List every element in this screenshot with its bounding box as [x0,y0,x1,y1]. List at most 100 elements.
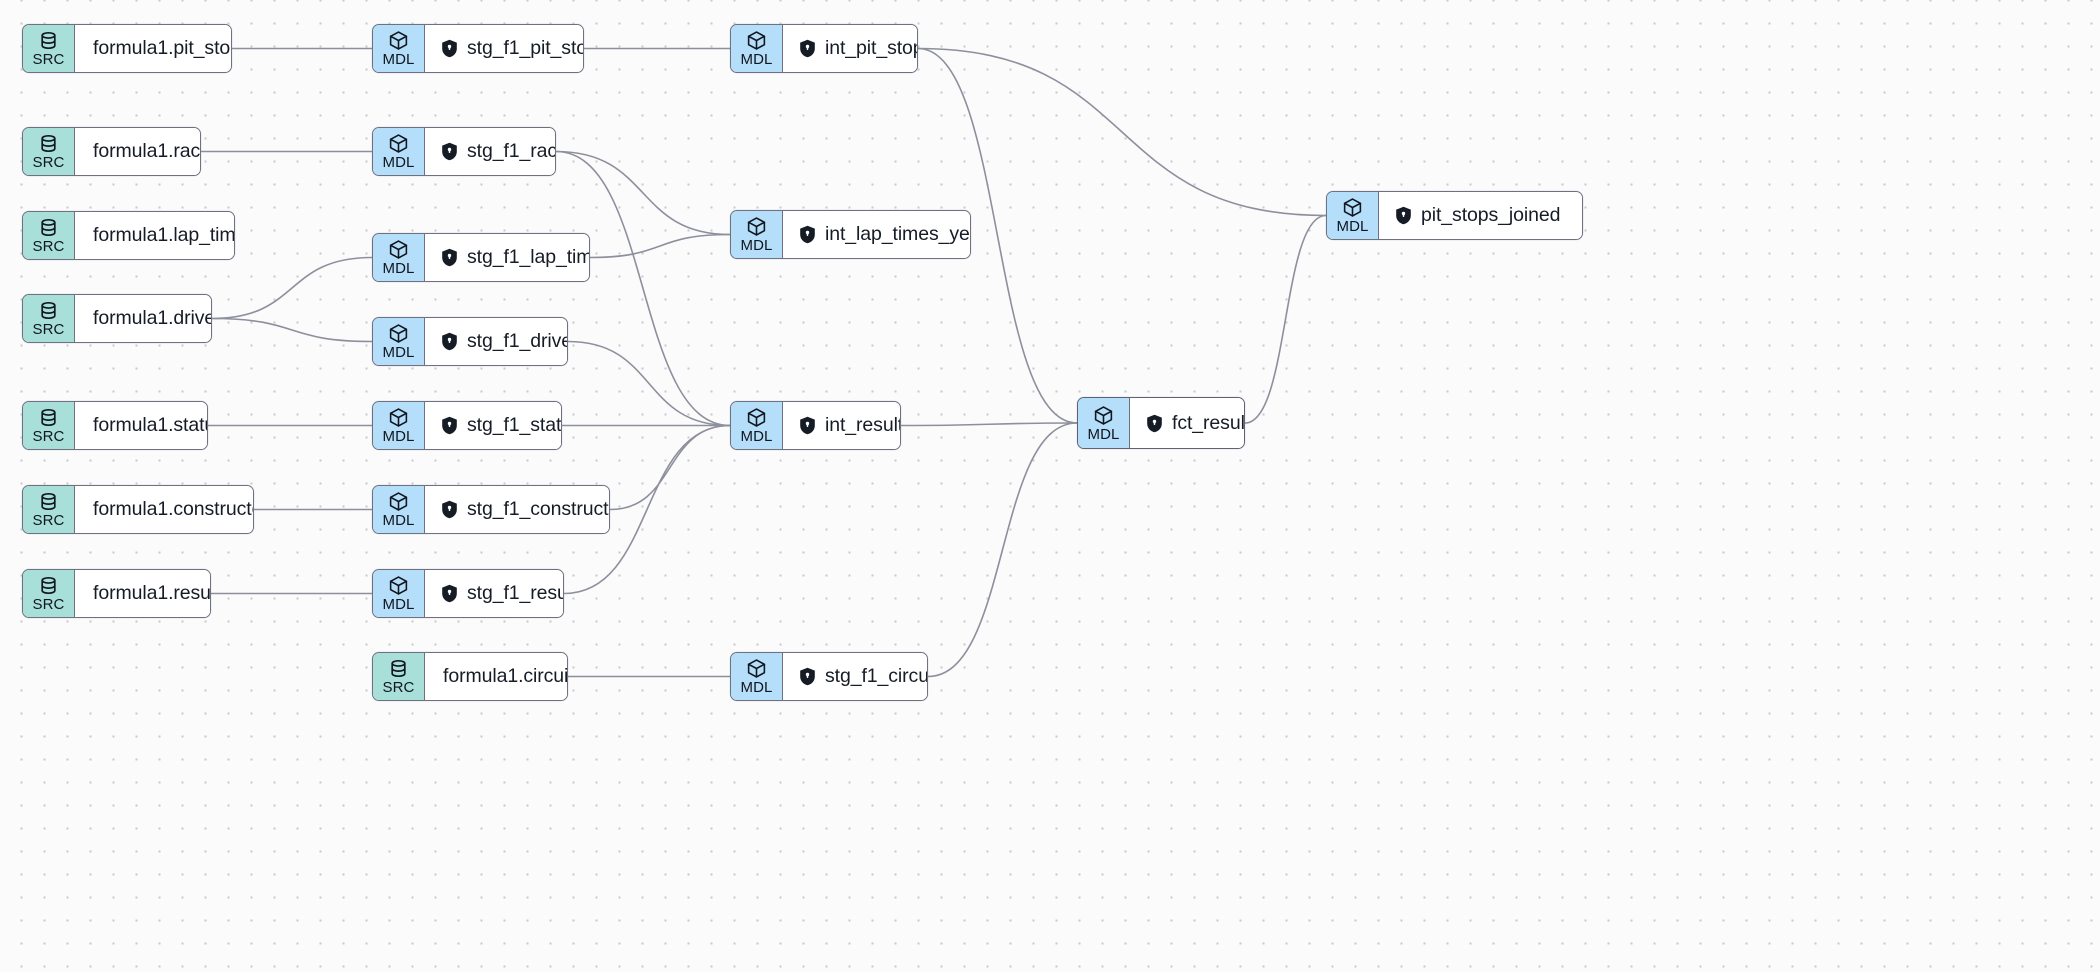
node-badge-int_lap_times_years[interactable]: MDL [731,211,783,258]
node-body-stg_pit_stops[interactable]: stg_f1_pit_stops [425,25,583,72]
node-kind-label: MDL [382,512,415,529]
graph-node-stg_lap_times[interactable]: MDL stg_f1_lap_times [372,233,590,282]
graph-node-src_drivers[interactable]: SRC formula1.drivers [22,294,212,343]
node-body-stg_circuits[interactable]: stg_f1_circuits [783,653,927,700]
node-body-stg_lap_times[interactable]: stg_f1_lap_times [425,234,589,281]
shield-icon [441,142,458,161]
node-body-stg_races[interactable]: stg_f1_races [425,128,555,175]
graph-node-src_circuits[interactable]: SRC formula1.circuits [372,652,568,701]
node-body-src_pit_stops[interactable]: formula1.pit_stops [75,25,231,72]
edge-int_results-to-fct_results [900,422,1078,427]
node-body-src_results[interactable]: formula1.results [75,570,210,617]
node-kind-label: SRC [32,596,65,613]
cube-icon [388,491,409,512]
node-badge-src_constructors[interactable]: SRC [23,486,75,533]
graph-node-stg_results[interactable]: MDL stg_f1_results [372,569,564,618]
database-icon [38,575,59,596]
node-badge-pit_stops_joined[interactable]: MDL [1327,192,1379,239]
node-body-int_pit_stops[interactable]: int_pit_stops [783,25,917,72]
node-body-src_drivers[interactable]: formula1.drivers [75,295,211,342]
graph-node-stg_status[interactable]: MDL stg_f1_status [372,401,562,450]
node-body-src_races[interactable]: formula1.races [75,128,200,175]
graph-node-stg_drivers[interactable]: MDL stg_f1_drivers [372,317,568,366]
node-badge-stg_status[interactable]: MDL [373,402,425,449]
shield-icon [441,500,458,519]
node-label-src_circuits: formula1.circuits [443,665,568,687]
node-badge-src_results[interactable]: SRC [23,570,75,617]
node-badge-fct_results[interactable]: MDL [1078,398,1130,448]
graph-node-stg_circuits[interactable]: MDL stg_f1_circuits [730,652,928,701]
node-badge-stg_circuits[interactable]: MDL [731,653,783,700]
node-body-src_lap_times[interactable]: formula1.lap_times [75,212,234,259]
node-label-pit_stops_joined: pit_stops_joined [1421,204,1561,226]
node-badge-src_races[interactable]: SRC [23,128,75,175]
node-kind-label: MDL [740,679,773,696]
node-badge-int_results[interactable]: MDL [731,402,783,449]
node-kind-label: MDL [382,260,415,277]
graph-node-stg_constructors[interactable]: MDL stg_f1_constructors [372,485,610,534]
graph-node-stg_races[interactable]: MDL stg_f1_races [372,127,556,176]
node-kind-label: MDL [382,154,415,171]
cube-icon [388,133,409,154]
node-badge-src_pit_stops[interactable]: SRC [23,25,75,72]
node-body-stg_status[interactable]: stg_f1_status [425,402,561,449]
node-body-stg_results[interactable]: stg_f1_results [425,570,563,617]
database-icon [38,407,59,428]
node-body-pit_stops_joined[interactable]: pit_stops_joined [1379,192,1582,239]
node-kind-label: MDL [382,51,415,68]
node-body-src_circuits[interactable]: formula1.circuits [425,653,567,700]
node-badge-src_lap_times[interactable]: SRC [23,212,75,259]
graph-node-pit_stops_joined[interactable]: MDL pit_stops_joined [1326,191,1583,240]
shield-icon [441,332,458,351]
node-body-fct_results[interactable]: fct_results [1130,398,1244,448]
edge-stg_constructors-to-int_results [609,424,731,511]
node-body-stg_drivers[interactable]: stg_f1_drivers [425,318,567,365]
edge-stg_drivers-to-int_results [567,340,731,427]
node-body-stg_constructors[interactable]: stg_f1_constructors [425,486,609,533]
node-badge-stg_results[interactable]: MDL [373,570,425,617]
database-icon [38,217,59,238]
node-badge-src_drivers[interactable]: SRC [23,295,75,342]
node-badge-int_pit_stops[interactable]: MDL [731,25,783,72]
node-badge-stg_constructors[interactable]: MDL [373,486,425,533]
graph-node-int_pit_stops[interactable]: MDL int_pit_stops [730,24,918,73]
node-kind-label: MDL [382,428,415,445]
edge-stg_races-to-int_lap_times_years [555,150,731,236]
shield-icon [441,584,458,603]
graph-node-src_races[interactable]: SRC formula1.races [22,127,201,176]
node-badge-stg_drivers[interactable]: MDL [373,318,425,365]
node-badge-stg_races[interactable]: MDL [373,128,425,175]
graph-node-stg_pit_stops[interactable]: MDL stg_f1_pit_stops [372,24,584,73]
shield-icon [799,39,816,58]
node-badge-src_status[interactable]: SRC [23,402,75,449]
node-body-src_status[interactable]: formula1.status [75,402,207,449]
node-body-src_constructors[interactable]: formula1.constructors [75,486,253,533]
database-icon [388,658,409,679]
node-label-src_races: formula1.races [93,140,201,162]
graph-node-src_results[interactable]: SRC formula1.results [22,569,211,618]
node-label-int_pit_stops: int_pit_stops [825,37,917,59]
node-label-stg_drivers: stg_f1_drivers [467,330,567,352]
shield-icon [1146,414,1163,433]
node-body-int_results[interactable]: int_results [783,402,900,449]
node-badge-stg_lap_times[interactable]: MDL [373,234,425,281]
graph-node-src_pit_stops[interactable]: SRC formula1.pit_stops [22,24,232,73]
edge-fct_results-to-pit_stops_joined [1244,214,1327,424]
node-label-src_drivers: formula1.drivers [93,307,211,329]
node-body-int_lap_times_years[interactable]: int_lap_times_years [783,211,970,258]
database-icon [38,30,59,51]
shield-icon [441,248,458,267]
node-badge-src_circuits[interactable]: SRC [373,653,425,700]
node-badge-stg_pit_stops[interactable]: MDL [373,25,425,72]
cube-icon [1342,197,1363,218]
node-kind-label: MDL [382,596,415,613]
node-label-src_pit_stops: formula1.pit_stops [93,37,231,59]
